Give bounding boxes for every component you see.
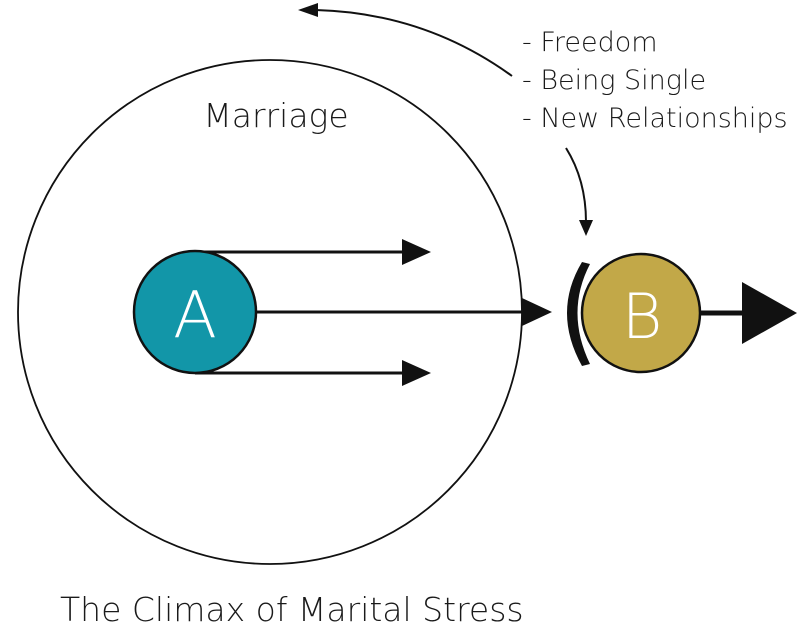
node-b: B (580, 252, 702, 374)
outgoing-arrow (700, 282, 797, 344)
attraction-item: - Being Single (522, 65, 706, 96)
pull-away-arrow (298, 3, 513, 77)
attraction-item: - Freedom (522, 27, 658, 58)
node-b-letter: B (622, 280, 663, 353)
upper-arrow (195, 239, 431, 265)
middle-arrow (255, 298, 552, 326)
attraction-to-b-arrow (565, 147, 593, 236)
attraction-item: - New Relationships (522, 103, 788, 134)
marriage-label: Marriage (203, 96, 348, 135)
attractions-list: - Freedom - Being Single - New Relations… (522, 27, 788, 134)
node-a-letter: A (173, 279, 217, 353)
node-a: A (132, 249, 258, 375)
diagram-caption: The Climax of Marital Stress (60, 590, 524, 629)
lower-arrow (195, 360, 431, 386)
barrier-bracket (567, 262, 590, 366)
